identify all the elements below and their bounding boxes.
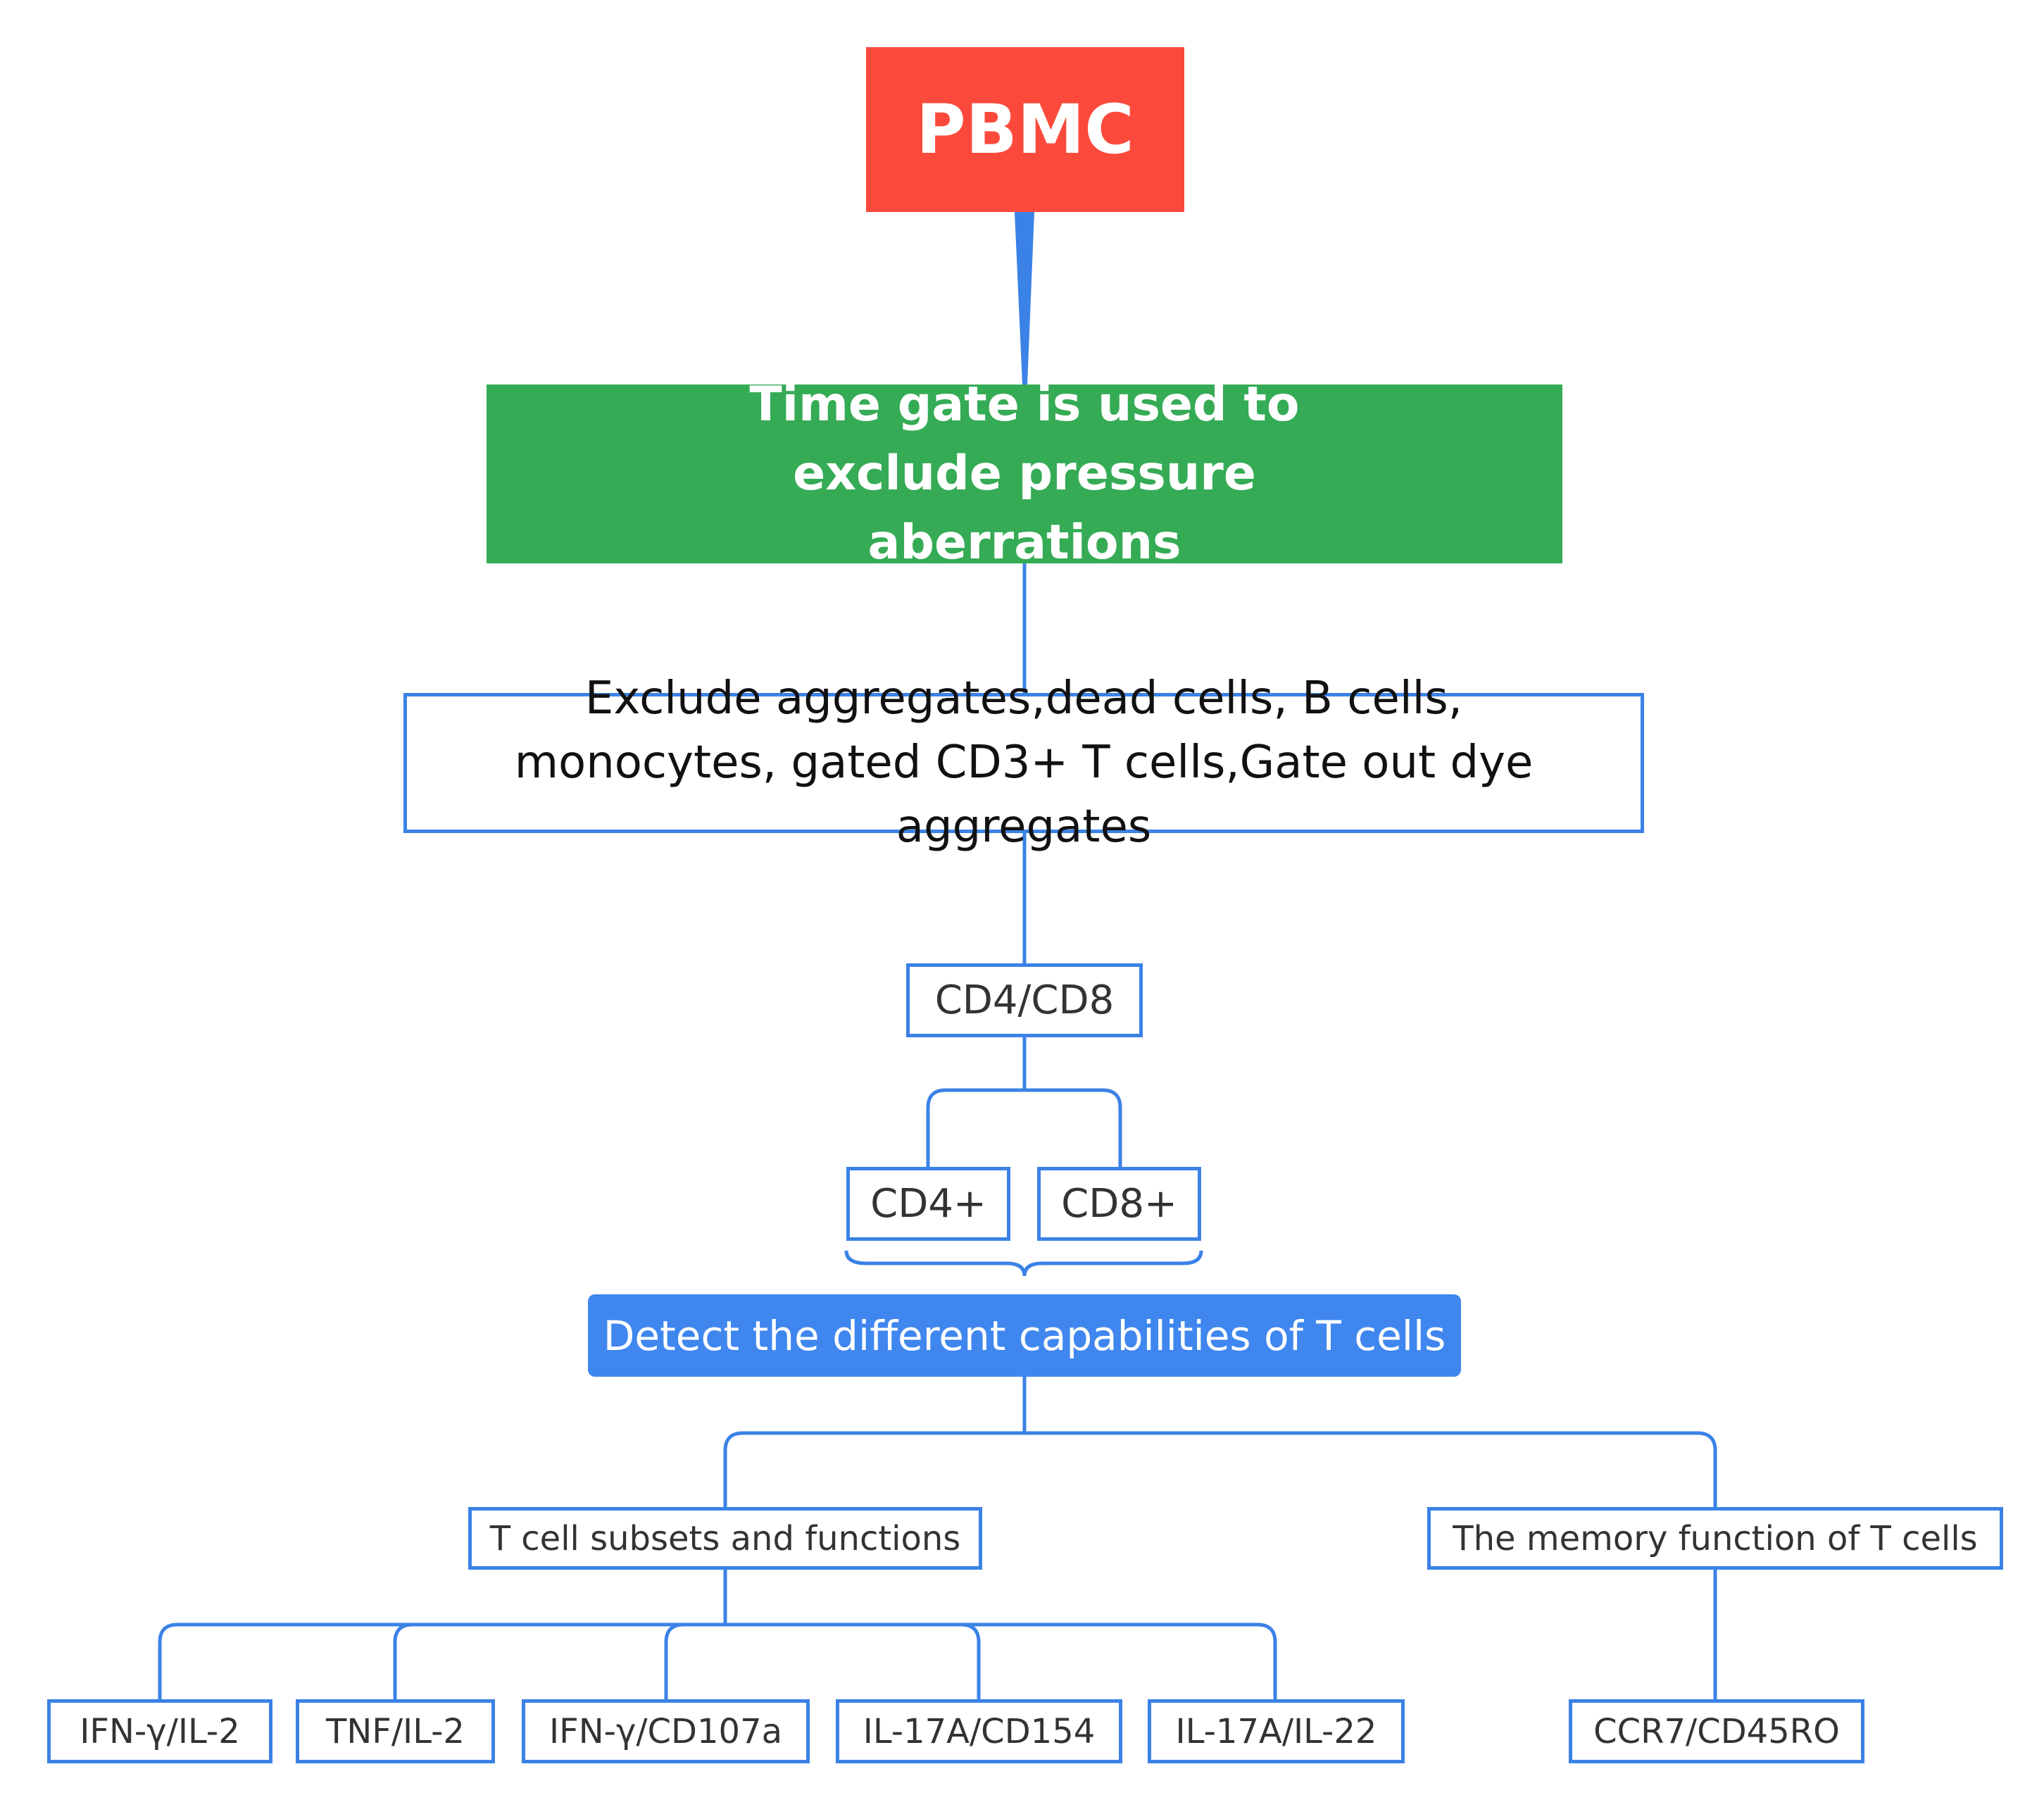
ifn-cd107a-node: IFN-γ/CD107a (522, 1699, 810, 1763)
cd8-positive-label: CD8+ (1061, 1181, 1177, 1227)
t-cell-subsets-label: T cell subsets and functions (489, 1518, 961, 1558)
cd4-positive-node: CD4+ (846, 1167, 1010, 1241)
tnf-il2-label: TNF/IL-2 (326, 1711, 465, 1751)
ccr7-cd45ro-label: CCR7/CD45RO (1593, 1711, 1840, 1751)
ifn-cd107a-label: IFN-γ/CD107a (548, 1711, 783, 1751)
memory-function-label: The memory function of T cells (1453, 1518, 1978, 1558)
tnf-il2-node: TNF/IL-2 (296, 1699, 495, 1763)
subsets-branch-line (158, 1622, 1277, 1699)
il17a-cd154-node: IL-17A/CD154 (836, 1699, 1122, 1763)
cd4-cd8-brace (844, 1250, 1203, 1277)
detect-capabilities-label: Detect the different capabilities of T c… (603, 1311, 1446, 1360)
cd4-cd8-node: CD4/CD8 (906, 963, 1143, 1037)
time-gate-node: Time gate is used to exclude pressure ab… (487, 377, 1562, 570)
ifn-il2-node: IFN-γ/IL-2 (47, 1699, 272, 1763)
cd4-positive-label: CD4+ (870, 1181, 986, 1227)
pbmc-label: PBMC (916, 90, 1134, 169)
t-cell-subsets-node: T cell subsets and functions (468, 1507, 982, 1570)
il17a-il22-node: IL-17A/IL-22 (1148, 1699, 1405, 1763)
exclude-label: Exclude aggregates,dead cells, B cells, … (514, 673, 1534, 853)
il17a-cd154-label: IL-17A/CD154 (863, 1711, 1096, 1751)
detect-branch-line (723, 1431, 1717, 1507)
ifn-il2-label: IFN-γ/IL-2 (80, 1711, 240, 1751)
ifn-cd107a-drop-line (664, 1622, 684, 1699)
pbmc-node: PBMC (866, 47, 1184, 212)
pbmc-taper-connector (1015, 212, 1034, 384)
cd8-positive-node: CD8+ (1037, 1167, 1201, 1241)
detect-capabilities-node: Detect the different capabilities of T c… (588, 1294, 1461, 1377)
il17a-cd154-drop-line (960, 1622, 981, 1699)
il17a-il22-label: IL-17A/IL-22 (1175, 1711, 1377, 1751)
time-gate-label: Time gate is used to exclude pressure ab… (749, 377, 1300, 570)
cd4-cd8-label: CD4/CD8 (934, 977, 1115, 1023)
tnf-drop-line (393, 1622, 413, 1699)
ccr7-cd45ro-node: CCR7/CD45RO (1569, 1699, 1864, 1763)
cd4cd8-branch-line (926, 1088, 1122, 1167)
memory-function-node: The memory function of T cells (1427, 1507, 2003, 1570)
exclude-node: Exclude aggregates,dead cells, B cells, … (403, 673, 1644, 853)
